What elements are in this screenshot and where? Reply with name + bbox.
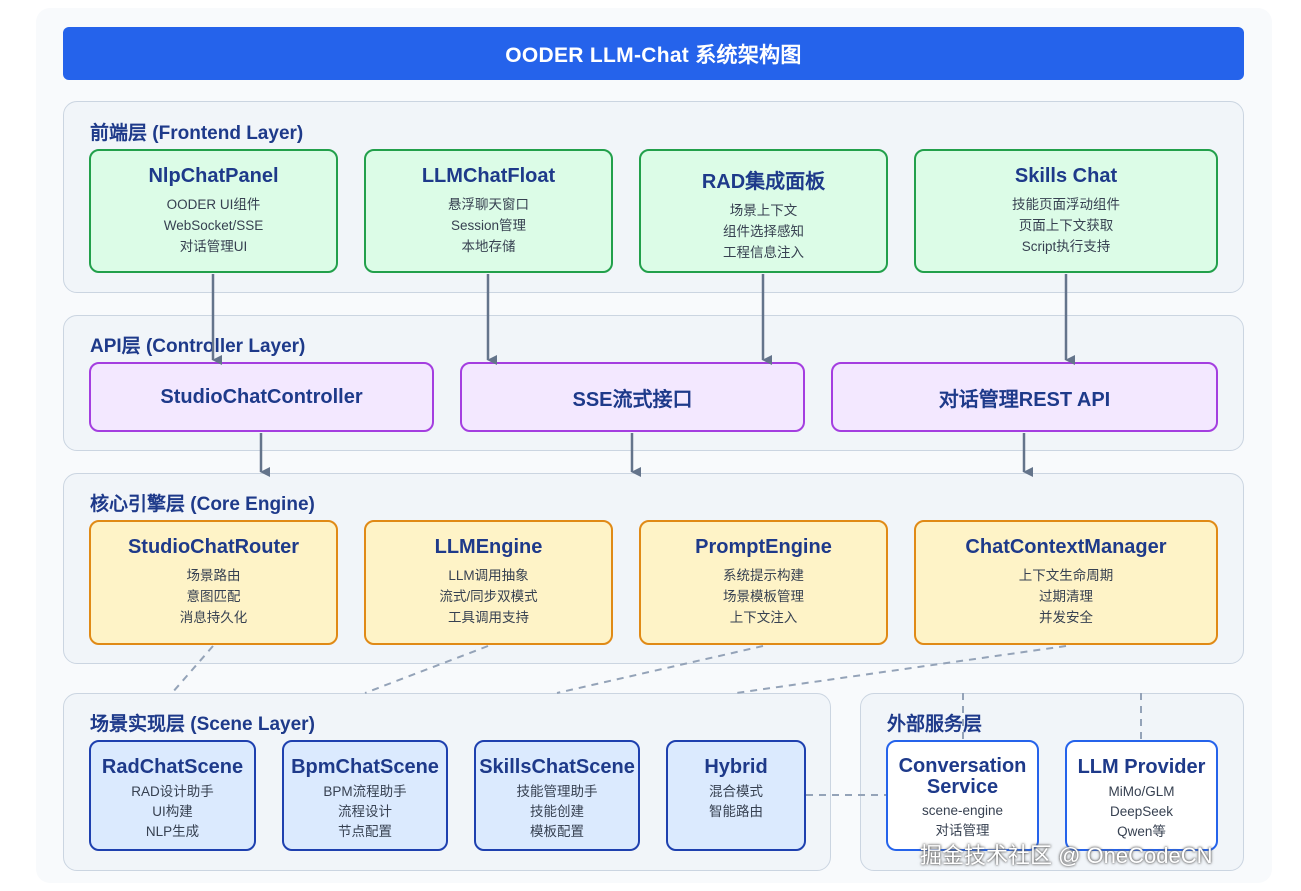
node-skillschatscene: SkillsChatScene 技能管理助手 技能创建 模板配置 (474, 740, 640, 851)
node-line: 技能创建 (530, 804, 584, 819)
node-line: MiMo/GLM (1108, 784, 1175, 799)
node-chatcontextmanager: ChatContextManager 上下文生命周期 过期清理 并发安全 (914, 520, 1218, 645)
node-line: 本地存储 (461, 239, 516, 254)
node-line: NLP生成 (145, 824, 200, 839)
node-title: LLMEngine (434, 536, 543, 558)
node-line: 场景上下文 (729, 203, 798, 218)
node-line: 节点配置 (338, 824, 392, 839)
node-line: 工程信息注入 (723, 245, 804, 260)
node-studiochatcontroller: StudioChatController (89, 362, 434, 432)
frontend-layer-label: 前端层 (Frontend Layer) (90, 123, 304, 144)
node-conversation-service: Conversation Service scene-engine 对话管理 (886, 740, 1039, 851)
node-rad-panel: RAD集成面板 场景上下文 组件选择感知 工程信息注入 (639, 149, 888, 273)
node-line: 意图匹配 (186, 589, 241, 604)
node-line: OODER UI组件 (166, 197, 261, 212)
node-line: scene-engine (921, 803, 1004, 818)
node-line: BPM流程助手 (323, 784, 407, 799)
node-title: LLM Provider (1077, 756, 1206, 778)
node-line: 流式/同步双模式 (439, 589, 538, 604)
node-nlpchatpanel: NlpChatPanel OODER UI组件 WebSocket/SSE 对话… (89, 149, 338, 273)
node-radchatscene: RadChatScene RAD设计助手 UI构建 NLP生成 (89, 740, 256, 851)
scene-layer-label: 场景实现层 (Scene Layer) (90, 714, 315, 735)
node-line: 页面上下文获取 (1018, 218, 1114, 233)
diagram-title: OODER LLM-Chat 系统架构图 (63, 27, 1244, 80)
node-line: 智能路由 (709, 804, 763, 819)
node-title: NlpChatPanel (148, 165, 279, 187)
node-line: 技能页面浮动组件 (1012, 197, 1120, 212)
node-line: 上下文生命周期 (1018, 568, 1114, 583)
node-line: 混合模式 (709, 784, 763, 799)
node-llmchatfloat: LLMChatFloat 悬浮聊天窗口 Session管理 本地存储 (364, 149, 613, 273)
node-line: 场景路由 (186, 568, 241, 583)
node-line: 对话管理 (935, 823, 990, 838)
node-line: 技能管理助手 (516, 784, 598, 799)
node-title: RAD集成面板 (701, 171, 826, 193)
node-title: Skills Chat (1014, 165, 1118, 187)
core-layer-label: 核心引擎层 (Core Engine) (90, 494, 315, 515)
node-title: BpmChatScene (291, 756, 439, 778)
external-layer-label: 外部服务层 (887, 714, 983, 735)
node-line: Script执行支持 (1021, 239, 1111, 254)
node-line: WebSocket/SSE (163, 218, 264, 233)
node-line: 过期清理 (1039, 589, 1093, 604)
node-title: 对话管理REST API (938, 388, 1111, 411)
node-title: LLMChatFloat (421, 165, 556, 187)
node-line: 消息持久化 (179, 610, 248, 625)
node-title: PromptEngine (695, 536, 832, 558)
node-promptengine: PromptEngine 系统提示构建 场景模板管理 上下文注入 (639, 520, 888, 645)
node-skills-chat: Skills Chat 技能页面浮动组件 页面上下文获取 Script执行支持 (914, 149, 1218, 273)
node-title: SSE流式接口 (572, 388, 693, 411)
node-line: 并发安全 (1039, 610, 1093, 625)
node-line: RAD设计助手 (131, 784, 214, 799)
node-title-line: Service (926, 776, 999, 798)
node-line: 上下文注入 (729, 610, 798, 625)
node-title: StudioChatController (160, 385, 363, 408)
node-sse-interface: SSE流式接口 (460, 362, 805, 432)
node-line: LLM调用抽象 (448, 568, 529, 583)
node-title-line: Conversation (898, 755, 1027, 777)
node-title: RadChatScene (101, 756, 244, 778)
node-line: Qwen等 (1117, 824, 1166, 839)
node-line: DeepSeek (1109, 804, 1174, 819)
node-bpmchatscene: BpmChatScene BPM流程助手 流程设计 节点配置 (282, 740, 448, 851)
node-line: 流程设计 (338, 804, 392, 819)
api-layer-label: API层 (Controller Layer) (90, 336, 306, 357)
node-rest-api: 对话管理REST API (831, 362, 1218, 432)
node-llmengine: LLMEngine LLM调用抽象 流式/同步双模式 工具调用支持 (364, 520, 613, 645)
node-hybrid: Hybrid 混合模式 智能路由 (666, 740, 806, 851)
node-line: 系统提示构建 (723, 568, 804, 583)
node-line: 悬浮聊天窗口 (448, 197, 529, 212)
node-line: 工具调用支持 (448, 610, 529, 625)
node-title: StudioChatRouter (127, 536, 300, 558)
node-title: SkillsChatScene (479, 756, 635, 778)
node-line: Session管理 (450, 218, 527, 233)
node-line: 场景模板管理 (723, 589, 804, 604)
node-line: 对话管理UI (179, 239, 248, 254)
node-llm-provider: LLM Provider MiMo/GLM DeepSeek Qwen等 (1065, 740, 1218, 851)
node-studiochatrouter: StudioChatRouter 场景路由 意图匹配 消息持久化 (89, 520, 338, 645)
watermark: 掘金技术社区 @ OneCodeCN (920, 843, 1213, 868)
node-line: UI构建 (152, 804, 193, 819)
node-title: Hybrid (704, 756, 768, 778)
node-line: 模板配置 (530, 824, 584, 839)
node-title: ChatContextManager (965, 536, 1167, 558)
node-line: 组件选择感知 (723, 224, 804, 239)
